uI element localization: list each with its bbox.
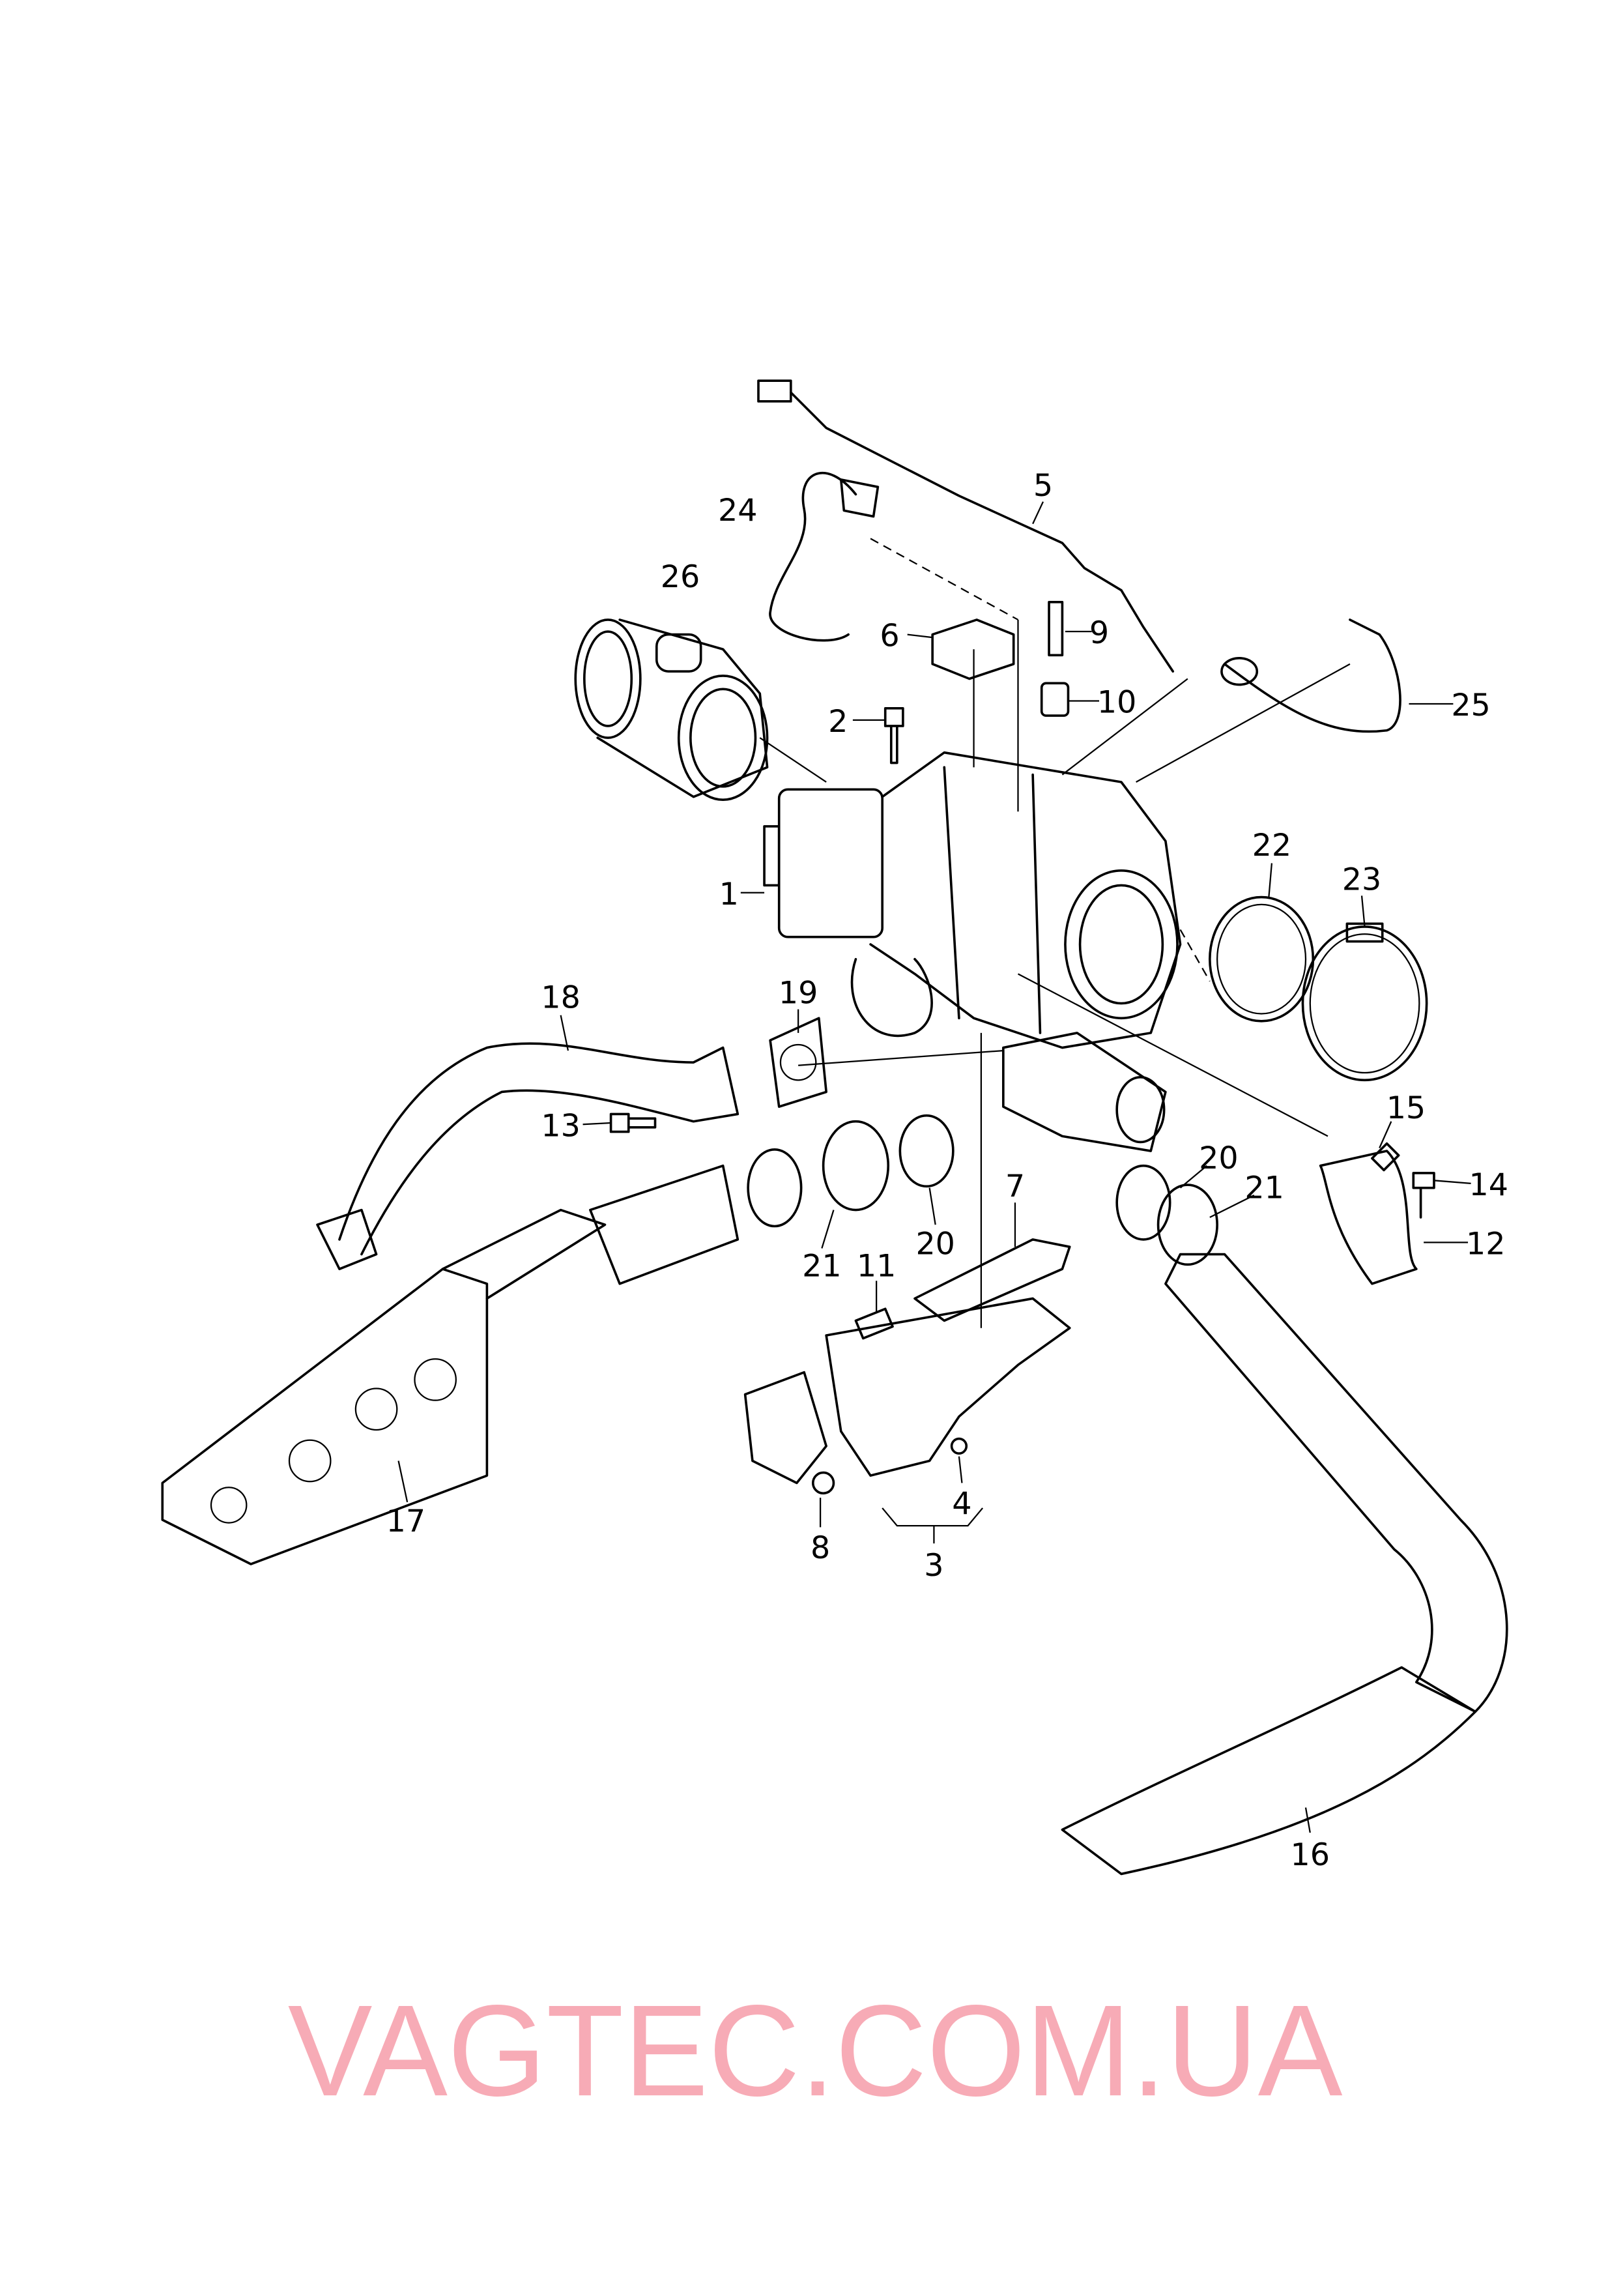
callout-21: 21 xyxy=(1244,1170,1284,1206)
nut-10 xyxy=(1040,682,1070,717)
callout-1: 1 xyxy=(719,877,739,912)
callout-11: 11 xyxy=(857,1248,896,1284)
watermark-text: VAGTEC.COM.UA xyxy=(288,1979,1343,2123)
exhaust-manifold-17 xyxy=(161,1208,607,1565)
callout-3: 3 xyxy=(924,1548,943,1584)
coolant-pipe-24 xyxy=(769,472,880,642)
callout-17: 17 xyxy=(386,1504,425,1539)
bolt-15 xyxy=(1371,1142,1400,1172)
callout-20: 20 xyxy=(1199,1141,1238,1176)
bolt-13 xyxy=(609,1112,657,1133)
outlet-elbow xyxy=(1002,1032,1167,1152)
stud-9 xyxy=(1048,600,1064,657)
callout-18: 18 xyxy=(541,980,580,1015)
callout-24: 24 xyxy=(718,493,757,529)
bracket-6 xyxy=(931,618,1015,680)
callout-7: 7 xyxy=(1005,1169,1025,1204)
downpipe-16 xyxy=(1061,1253,1508,1876)
connecting-pipe xyxy=(589,1164,740,1285)
callout-10: 10 xyxy=(1097,685,1136,721)
callout-12: 12 xyxy=(1466,1227,1505,1262)
washer-8 xyxy=(811,1471,835,1495)
bolt-11 xyxy=(854,1307,894,1340)
callout-5: 5 xyxy=(1033,468,1053,504)
callout-21: 21 xyxy=(802,1248,841,1284)
coolant-pipe-25 xyxy=(1220,618,1401,733)
callout-2: 2 xyxy=(828,704,848,740)
callout-14: 14 xyxy=(1469,1167,1508,1203)
exhaust-temp-sensor-5 xyxy=(757,379,1175,673)
turbocharger-1 xyxy=(763,751,1182,1049)
callout-8: 8 xyxy=(811,1530,830,1566)
callout-20: 20 xyxy=(915,1227,955,1262)
gasket-19 xyxy=(769,1017,827,1108)
seal-ring-22 xyxy=(1209,895,1315,1023)
throttle-body-26 xyxy=(574,618,769,801)
nut-4 xyxy=(950,1437,968,1455)
callout-26: 26 xyxy=(661,559,700,595)
leader-lines xyxy=(397,501,1471,1833)
bolt-2 xyxy=(883,706,904,764)
gasket-7 xyxy=(913,1238,1071,1322)
callout-22: 22 xyxy=(1252,828,1291,864)
callout-15: 15 xyxy=(1386,1090,1426,1126)
egr-pipe-18 xyxy=(316,1042,740,1270)
callout-23: 23 xyxy=(1342,862,1381,897)
callout-4: 4 xyxy=(952,1486,971,1522)
callout-25: 25 xyxy=(1451,688,1490,723)
bolt-14 xyxy=(1412,1172,1435,1219)
callout-6: 6 xyxy=(880,618,899,654)
callout-13: 13 xyxy=(541,1108,580,1144)
gasket-plate xyxy=(743,1371,827,1485)
callout-19: 19 xyxy=(779,976,818,1011)
clamps-and-seals xyxy=(747,1114,1218,1266)
clamp-23 xyxy=(1301,922,1428,1082)
callout-9: 9 xyxy=(1089,615,1109,651)
heat-shield-12 xyxy=(1319,1150,1418,1285)
bracket-3 xyxy=(825,1297,1071,1477)
callout-16: 16 xyxy=(1291,1837,1330,1873)
